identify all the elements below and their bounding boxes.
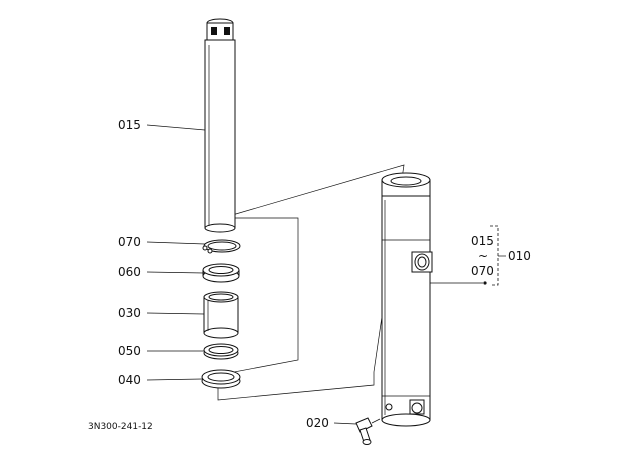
label-020: 020 [306, 416, 329, 430]
part-ring-050 [203, 343, 239, 360]
leader-015 [146, 124, 206, 131]
leader-070 [146, 241, 206, 245]
label-040: 040 [118, 373, 141, 387]
label-assembly-sep: ~ [478, 249, 488, 263]
leader-020 [333, 422, 357, 425]
leader-040 [146, 378, 203, 381]
label-030: 030 [118, 306, 141, 320]
leader-010-dot [483, 281, 487, 285]
label-assembly-from: 015 [471, 234, 494, 248]
part-cylinder-010 [381, 172, 433, 427]
label-015: 015 [118, 118, 141, 132]
part-grease-fitting-020 [355, 417, 381, 445]
label-070: 070 [118, 235, 141, 249]
label-050: 050 [118, 344, 141, 358]
label-010: 010 [508, 249, 531, 263]
assembly-bracket [490, 225, 499, 286]
part-bushing-030 [203, 291, 239, 339]
label-060: 060 [118, 265, 141, 279]
leader-060 [146, 271, 205, 274]
drawing-code: 3N300-241-12 [88, 422, 153, 432]
assembly-outline [217, 164, 405, 401]
part-ring-040 [201, 369, 241, 389]
part-seal-060 [202, 263, 240, 283]
part-snap-ring-070 [202, 239, 241, 254]
leader-030 [146, 312, 205, 315]
label-assembly-to: 070 [471, 264, 494, 278]
part-rod-015 [204, 18, 236, 233]
